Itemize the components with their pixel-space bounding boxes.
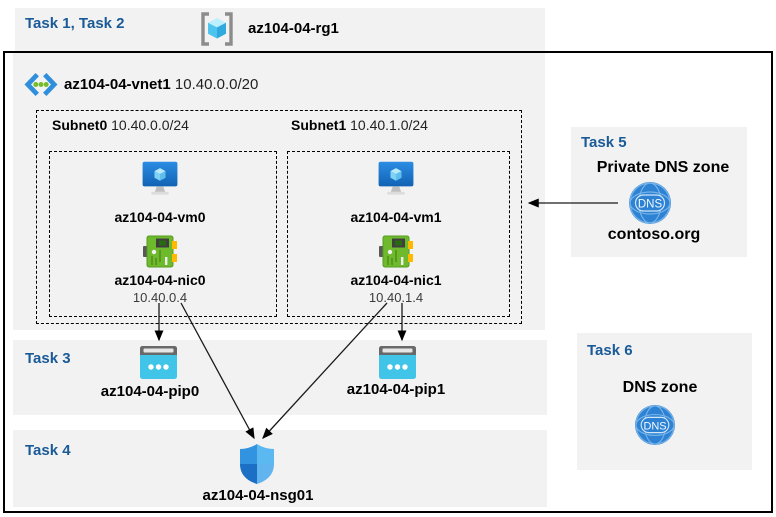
subnet0-dashed-box — [49, 151, 277, 317]
subnet1-dashed-box — [287, 151, 510, 317]
outer-boundary-box — [3, 51, 773, 513]
svg-text:DNS: DNS — [643, 420, 666, 432]
subnet1-name: Subnet1 — [291, 117, 347, 133]
nsg-label: az104-04-nsg01 — [202, 487, 314, 504]
vnet-name: az104-04-vnet1 — [64, 76, 171, 93]
nic1-label: az104-04-nic1 — [350, 272, 442, 288]
task4-band — [13, 430, 547, 507]
nic1-ip: 10.40.1.4 — [368, 290, 424, 305]
task3-label: Task 3 — [25, 350, 71, 367]
task3-band — [13, 340, 547, 415]
vm1-icon — [377, 160, 415, 200]
task6-label: Task 6 — [587, 342, 633, 359]
nsg-shield-icon — [240, 444, 274, 484]
vm0-label: az104-04-vm0 — [114, 209, 206, 225]
task4-label: Task 4 — [25, 442, 71, 459]
vm0-icon — [141, 160, 179, 200]
pip0-icon — [140, 346, 177, 379]
subnet0-name: Subnet0 — [52, 117, 108, 133]
private-dns-zone-title: Private DNS zone — [596, 159, 730, 176]
nic0-icon — [143, 235, 177, 268]
vnet-cidr: 10.40.0.0/20 — [174, 76, 259, 93]
vm1-label: az104-04-vm1 — [350, 209, 442, 225]
vnet-box — [13, 53, 545, 330]
resource-group-label: az104-04-rg1 — [248, 20, 339, 37]
pip1-icon — [379, 346, 416, 379]
pip1-label: az104-04-pip1 — [346, 381, 446, 398]
subnet1-cidr: 10.40.1.0/24 — [350, 117, 428, 133]
task12-band — [15, 8, 545, 51]
vnet-label: az104-04-vnet1 10.40.0.0/20 — [64, 76, 258, 93]
nic0-ip: 10.40.0.4 — [132, 290, 188, 305]
dns-zone-title: DNS zone — [622, 379, 698, 396]
nic1-icon — [379, 235, 413, 268]
task12-label: Task 1, Task 2 — [25, 15, 125, 32]
pip0-label: az104-04-pip0 — [100, 383, 200, 400]
dns-zone-icon: DNS — [635, 405, 675, 445]
private-dns-zone-name: contoso.org — [607, 226, 701, 243]
nic0-label: az104-04-nic0 — [114, 272, 206, 288]
resource-group-icon — [200, 11, 234, 47]
task6-box — [577, 333, 752, 470]
vnet-icon — [24, 71, 58, 98]
task5-label: Task 5 — [581, 134, 627, 151]
subnet0-cidr: 10.40.0.0/24 — [111, 117, 189, 133]
svg-text:DNS: DNS — [638, 199, 663, 211]
subnet1-label: Subnet1 10.40.1.0/24 — [291, 117, 428, 133]
private-dns-zone-icon: DNS — [629, 182, 671, 224]
subnet0-label: Subnet0 10.40.0.0/24 — [52, 117, 189, 133]
